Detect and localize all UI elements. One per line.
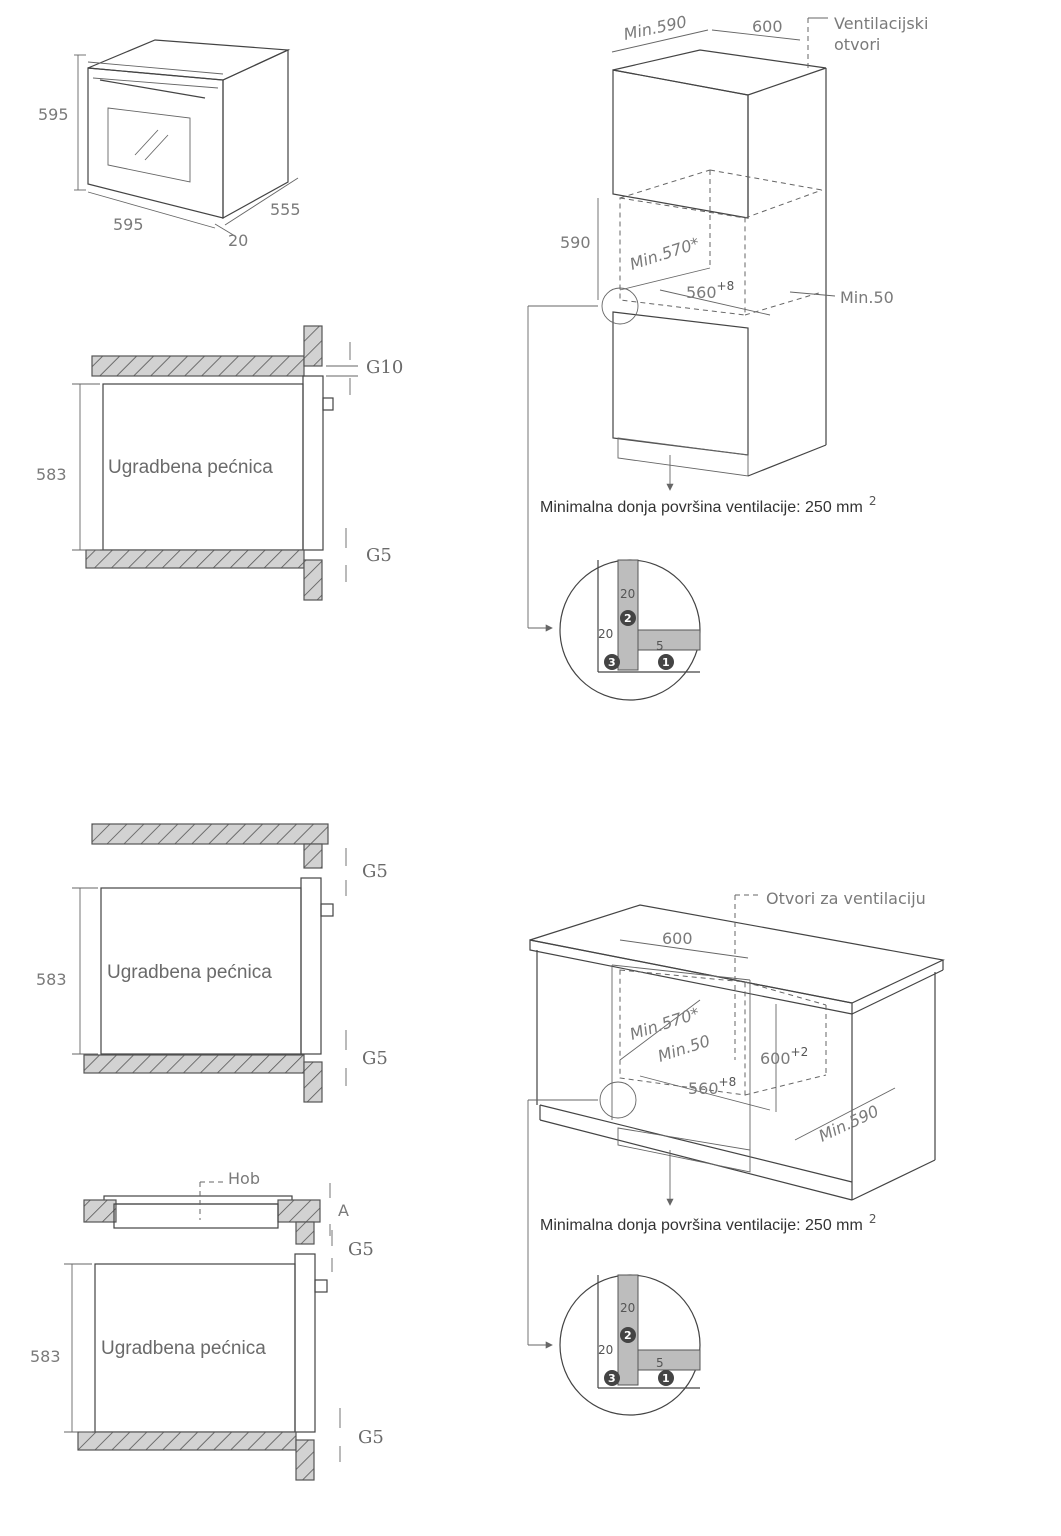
counter-depth-min-label: Min.590	[816, 1101, 882, 1145]
section-1-oven-label: Ugradbena pećnica	[108, 457, 273, 478]
detail-bottom-marker-2: 2	[624, 1329, 632, 1342]
column-installation-view	[527, 17, 836, 632]
vent-note-bottom: Minimalna donja površina ventilacije: 25…	[540, 1212, 876, 1234]
counter-vent-label: Otvori za ventilaciju	[766, 889, 926, 908]
detail-bottom-marker-3: 3	[608, 1372, 616, 1385]
niche-width-label: 560+8	[686, 279, 734, 302]
section-2-cross	[72, 823, 347, 1103]
section-2-gap-bottom: G5	[362, 1048, 388, 1069]
vent-label-line1: Ventilacijski	[834, 14, 928, 33]
counter-min-gap-label: Min.50	[655, 1031, 712, 1066]
column-width-min-label: Min.590	[622, 12, 689, 44]
section-1-height-label: 583	[36, 465, 67, 484]
section-3-height-label: 583	[30, 1347, 61, 1366]
section-3-cross	[64, 1181, 341, 1481]
section-3-oven-label: Ugradbena pećnica	[101, 1338, 266, 1359]
column-depth-label: 600	[752, 17, 783, 36]
detail-top-v2: 20	[598, 627, 613, 641]
counter-niche-width-label: 560+8	[688, 1075, 736, 1098]
section-3-gap-bottom: G5	[358, 1427, 384, 1448]
min-gap-label: Min.50	[840, 288, 894, 307]
counter-width-label: 600	[662, 929, 693, 948]
oven-3d-view	[74, 39, 299, 237]
hob-gap-label: A	[338, 1201, 349, 1220]
detail-circle-top	[559, 559, 701, 701]
detail-top-marker-2: 2	[624, 612, 632, 625]
section-1-gap-top: G10	[366, 357, 403, 378]
oven-depth-label: 555	[270, 200, 301, 219]
oven-height-label: 595	[38, 105, 69, 124]
section-1-gap-bottom: G5	[366, 545, 392, 566]
section-1-cross	[72, 325, 358, 601]
detail-bottom-v3: 5	[656, 1356, 664, 1370]
vent-note-top: Minimalna donja površina ventilacije: 25…	[540, 494, 876, 516]
section-2-gap-top: G5	[362, 861, 388, 882]
oven-width-label: 595	[113, 215, 144, 234]
counter-niche-height-label: 600+2	[760, 1045, 808, 1068]
section-2-height-label: 583	[36, 970, 67, 989]
detail-top-v3: 5	[656, 639, 664, 653]
niche-height-label: 590	[560, 233, 591, 252]
section-3-gap-top: G5	[348, 1239, 374, 1260]
detail-bottom-v1: 20	[620, 1301, 635, 1315]
niche-depth-label: Min.570*	[627, 233, 701, 273]
counter-installation-view	[527, 894, 945, 1349]
detail-bottom-marker-1: 1	[662, 1372, 670, 1385]
vent-label-line2: otvori	[834, 35, 880, 54]
detail-top-marker-3: 3	[608, 656, 616, 669]
detail-bottom-v2: 20	[598, 1343, 613, 1357]
section-2-oven-label: Ugradbena pećnica	[107, 962, 272, 983]
detail-top-marker-1: 1	[662, 656, 670, 669]
hob-label: Hob	[228, 1169, 260, 1188]
detail-circle-bottom	[559, 1274, 701, 1416]
detail-top-v1: 20	[620, 587, 635, 601]
oven-front-label: 20	[228, 231, 248, 250]
